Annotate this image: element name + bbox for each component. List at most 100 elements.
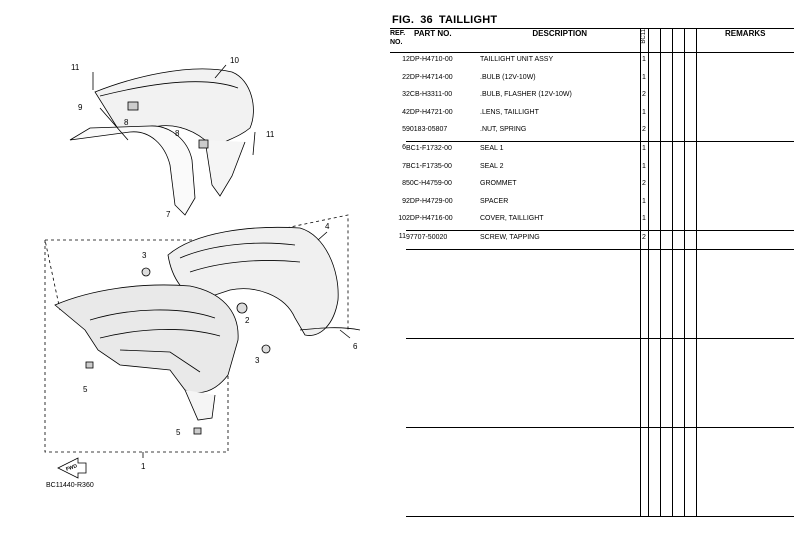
blank-cell (671, 105, 684, 124)
blank-cell (683, 159, 696, 178)
blank-cell (659, 159, 672, 178)
qty-cell: 1 (639, 212, 648, 231)
ref-no-cell: 2 (402, 73, 406, 81)
remarks-cell (695, 159, 794, 178)
description-cell: .BULB, FLASHER (12V-10W) (480, 91, 572, 99)
taillight-exploded-drawing (44, 64, 361, 479)
remarks-cell (695, 52, 794, 71)
description-cell: .NUT, SPRING (480, 123, 640, 142)
blank-cell (671, 123, 684, 142)
qty-cell: 2 (639, 88, 648, 106)
header-part-no: PART NO. (406, 28, 480, 53)
blank-cell (647, 123, 660, 142)
blank-cell (671, 70, 684, 89)
description-cell: TAILLIGHT UNIT ASSY (480, 56, 554, 63)
header-blank-3 (671, 28, 684, 53)
table-header-row: REF. NO. PART NO. DESCRIPTION BC11 REMAR… (390, 28, 794, 53)
part-no-cell: BC1-F1735-00 (406, 162, 452, 170)
qty-cell: 1 (639, 70, 648, 89)
blank-cell (659, 212, 672, 231)
qty-model-label: BC11 (640, 29, 647, 44)
ref-no-cell: 11 (398, 233, 406, 241)
header-qty-model: BC11 (639, 28, 648, 53)
ref-no-cell: 7 (402, 162, 406, 170)
blank-cell (671, 212, 684, 231)
header-blank-4 (683, 28, 696, 53)
callout-5-left: 5 (83, 385, 88, 394)
part-no-cell: 97707-50020 (406, 230, 480, 250)
header-blank-2 (659, 28, 672, 53)
part-no-cell: 2DP-H4729-00 (406, 197, 453, 205)
header-ref-line2: NO. (390, 39, 403, 46)
blank-cell (647, 159, 660, 178)
ref-no-cell: 4 (402, 108, 406, 116)
part-no-cell: 50C-H4759-00 (406, 180, 452, 188)
description-cell: .LENS, TAILLIGHT (480, 108, 539, 116)
blank-cell (659, 230, 672, 250)
blank-cell (671, 177, 684, 195)
qty-cell: 1 (639, 105, 648, 124)
ref-no-cell: 1 (402, 56, 406, 63)
blank-cell (683, 123, 696, 142)
callout-6: 6 (353, 342, 358, 351)
blank-cell (671, 52, 684, 71)
blank-cell (671, 194, 684, 213)
description-cell: .BULB (12V-10W) (480, 73, 536, 81)
part-no-cell: 2DP-H4716-00 (406, 212, 480, 231)
filler-row-2 (390, 338, 794, 428)
qty-cell: 2 (639, 230, 648, 250)
filler-row-3 (390, 427, 794, 517)
blank-cell (647, 194, 660, 213)
header-ref-no: REF. NO. (390, 28, 406, 53)
blank-cell (647, 52, 660, 71)
callout-9: 9 (78, 103, 83, 112)
part-no-cell: 90183-05807 (406, 123, 480, 142)
blank-cell (659, 88, 672, 106)
callout-10: 10 (230, 56, 239, 65)
blank-cell (683, 70, 696, 89)
header-blank-1 (647, 28, 660, 53)
ref-no-cell: 5 (402, 126, 406, 134)
callout-11-right: 11 (266, 130, 275, 139)
blank-cell (683, 88, 696, 106)
remarks-cell (695, 177, 794, 195)
header-remarks: REMARKS (695, 28, 794, 53)
callout-3-right: 3 (255, 356, 260, 365)
remarks-cell (695, 70, 794, 89)
exploded-diagram: 11 10 9 8 8 11 7 4 3 2 3 5 6 5 1 FWD BC1… (0, 0, 380, 546)
qty-cell: 1 (639, 141, 648, 160)
part-no-cell: 2DP-H4721-00 (406, 108, 453, 116)
remarks-cell (695, 230, 794, 250)
blank-cell (647, 105, 660, 124)
callout-8-right: 8 (175, 129, 180, 138)
blank-cell (683, 194, 696, 213)
remarks-cell (695, 105, 794, 124)
blank-cell (683, 141, 696, 160)
blank-cell (659, 177, 672, 195)
callout-2: 2 (245, 316, 250, 325)
blank-cell (671, 141, 684, 160)
blank-cell (683, 177, 696, 195)
description-cell: SPACER (480, 197, 509, 205)
blank-cell (671, 230, 684, 250)
callout-5-bottom: 5 (176, 428, 181, 437)
blank-cell (647, 177, 660, 195)
callout-4: 4 (325, 222, 330, 231)
ref-no-cell: 3 (402, 91, 406, 99)
remarks-cell (695, 141, 794, 160)
qty-cell: 2 (639, 123, 648, 142)
blank-cell (659, 105, 672, 124)
qty-cell: 2 (639, 177, 648, 195)
callout-11-top: 11 (71, 63, 80, 72)
part-no-cell: BC1-F1732-00 (406, 144, 452, 152)
